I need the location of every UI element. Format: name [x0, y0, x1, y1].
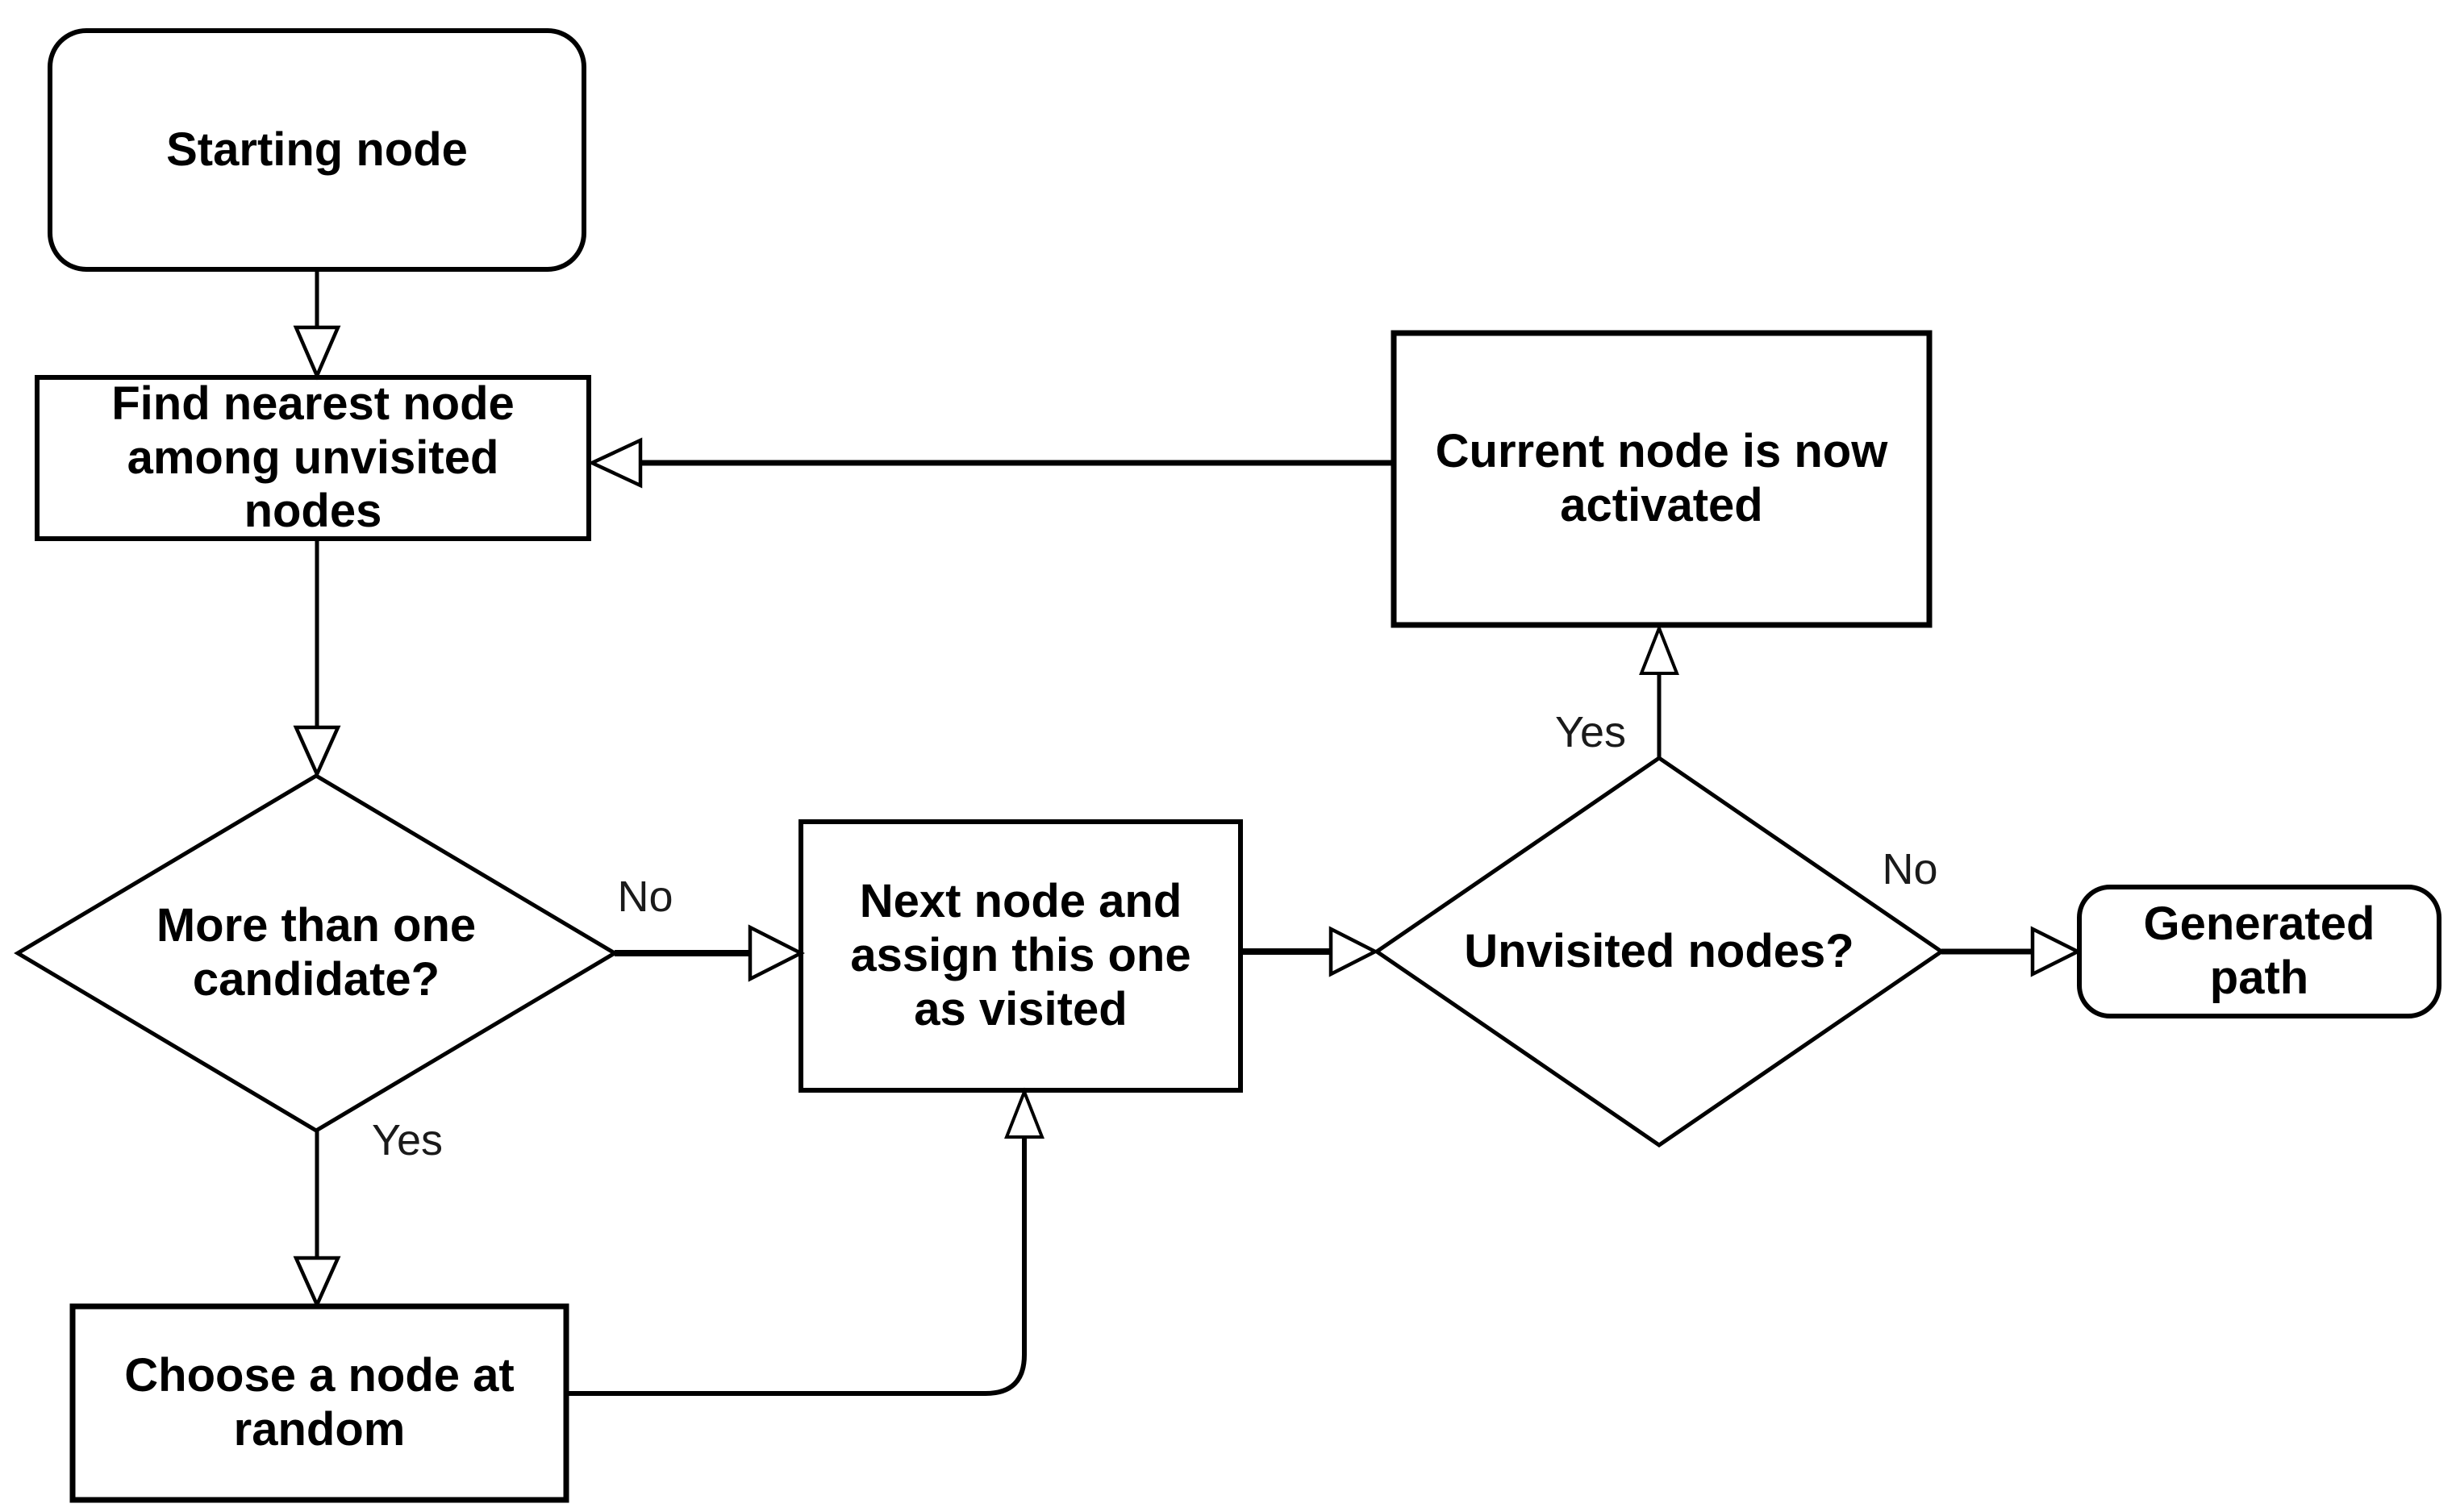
- edge-candidate-no-to-next-node: [615, 924, 805, 982]
- edge-start-to-find-nearest: [293, 269, 341, 381]
- edge-choose-random-to-next-node: [566, 1087, 1045, 1396]
- edge-current-to-find-nearest-arrowhead: [587, 437, 643, 489]
- start-node-shape: [48, 28, 586, 272]
- edge-candidate-yes-arrowhead: [293, 1256, 341, 1310]
- edge-unvisited-no-arrowhead: [2030, 926, 2083, 977]
- next-node-shape: [799, 819, 1243, 1093]
- edge-find-nearest-to-candidate-arrowhead: [293, 725, 341, 779]
- generated-path-node-shape: [2077, 885, 2441, 1018]
- edge-next-node-to-unvisited: [1241, 926, 1379, 977]
- edge-choose-random-arrowhead: [1004, 1087, 1045, 1139]
- edge-next-node-to-unvisited-arrowhead: [1328, 926, 1379, 977]
- edge-candidate-no-arrowhead: [748, 924, 805, 982]
- current-activated-node-shape: [1391, 330, 1933, 628]
- find-nearest-node-shape: [35, 375, 591, 541]
- edge-unvisited-yes-arrowhead: [1639, 623, 1679, 675]
- unvisited-nodes-decision-shape: [1373, 755, 1945, 1148]
- edge-unvisited-yes-to-current: [1639, 623, 1679, 758]
- choose-random-node-shape: [69, 1303, 569, 1503]
- more-than-one-candidate-decision-shape: [14, 773, 619, 1133]
- edge-candidate-yes-to-choose-random: [293, 1131, 341, 1310]
- edge-start-to-find-nearest-arrowhead: [293, 325, 341, 381]
- edge-current-to-find-nearest: [587, 437, 1394, 489]
- edge-find-nearest-to-candidate: [293, 539, 341, 779]
- edge-unvisited-no-to-generated-path: [1941, 926, 2083, 977]
